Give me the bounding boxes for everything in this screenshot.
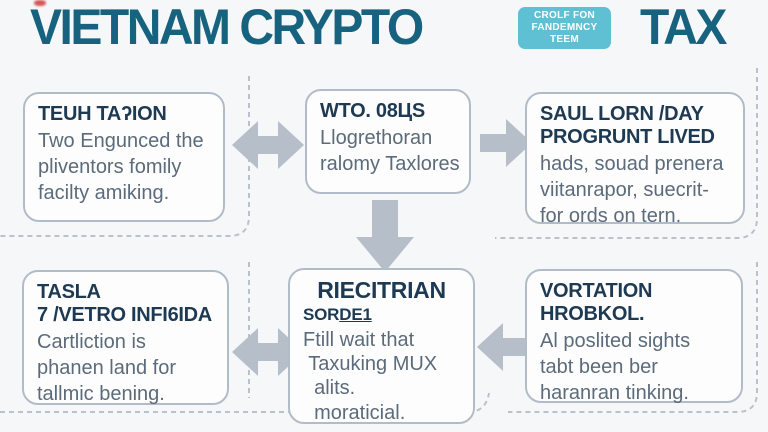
box-bottom-middle-body: Ftill wait that Taxuking MUX alits. mora… [303, 328, 438, 424]
box-top-left: TEUH TAʔION Two Engunced the pliventors … [23, 92, 225, 222]
box-bottom-left: TASLA 7 /VETRO INFI6IDA Cartliction is p… [22, 270, 229, 405]
box-top-right-heading: SAUL LORN /DAY PROGRUNT LIVED [540, 103, 715, 149]
box-top-left-body: Two Engunced the pliventors fomily facil… [38, 130, 204, 205]
box-bottom-middle: RIECITRIAN SORDE1 Ftill wait that Taxuki… [288, 268, 475, 424]
box-bottom-right-body: Al poslited sights tabt been ber haranra… [540, 330, 691, 405]
box-top-middle-heading: WTO. 08ЦS [320, 100, 425, 122]
box-bottom-right: VORTATION HROBKOL. Al poslited sights ta… [525, 269, 743, 405]
box-bottom-left-heading: TASLA 7 /VETRO INFI6IDA [37, 281, 212, 327]
box-top-left-heading: TEUH TAʔION [38, 103, 167, 125]
brand-badge: CROLF FON FANDEMNCY TEEM [518, 7, 611, 49]
subheading-prefix: SOR [303, 304, 340, 324]
badge-line-3: TEEM [550, 34, 579, 45]
arrow-down-icon [356, 200, 414, 272]
box-bottom-left-body: Cartliction is phanen land for tallmic b… [37, 331, 177, 406]
box-bottom-right-heading: VORTATION HROBKOL. [540, 280, 653, 326]
artifact-red-dot [34, 0, 46, 6]
page-title-suffix: TAX [640, 0, 727, 56]
box-bottom-middle-subheading: SORDE1 [303, 305, 460, 325]
box-top-right-body: hads, souad prenera viitanrapor, suecrit… [540, 153, 724, 228]
box-top-right: SAUL LORN /DAY PROGRUNT LIVED hads, soua… [525, 92, 745, 227]
subheading-underlined: DE1 [339, 304, 372, 324]
box-bottom-middle-heading: RIECITRIAN [317, 277, 446, 303]
box-top-middle: WTO. 08ЦS Llogrethoran ralomy Taxlores [305, 89, 471, 194]
arrow-left-icon [477, 323, 529, 371]
page-title-main: VIETNAM CRYPTO [30, 0, 424, 56]
badge-line-1: CROLF FON [533, 10, 596, 21]
double-arrow-horizontal-top-icon [232, 121, 304, 169]
box-top-middle-body: Llogrethoran ralomy Taxlores [320, 127, 460, 176]
badge-line-2: FANDEMNCY [531, 22, 598, 33]
